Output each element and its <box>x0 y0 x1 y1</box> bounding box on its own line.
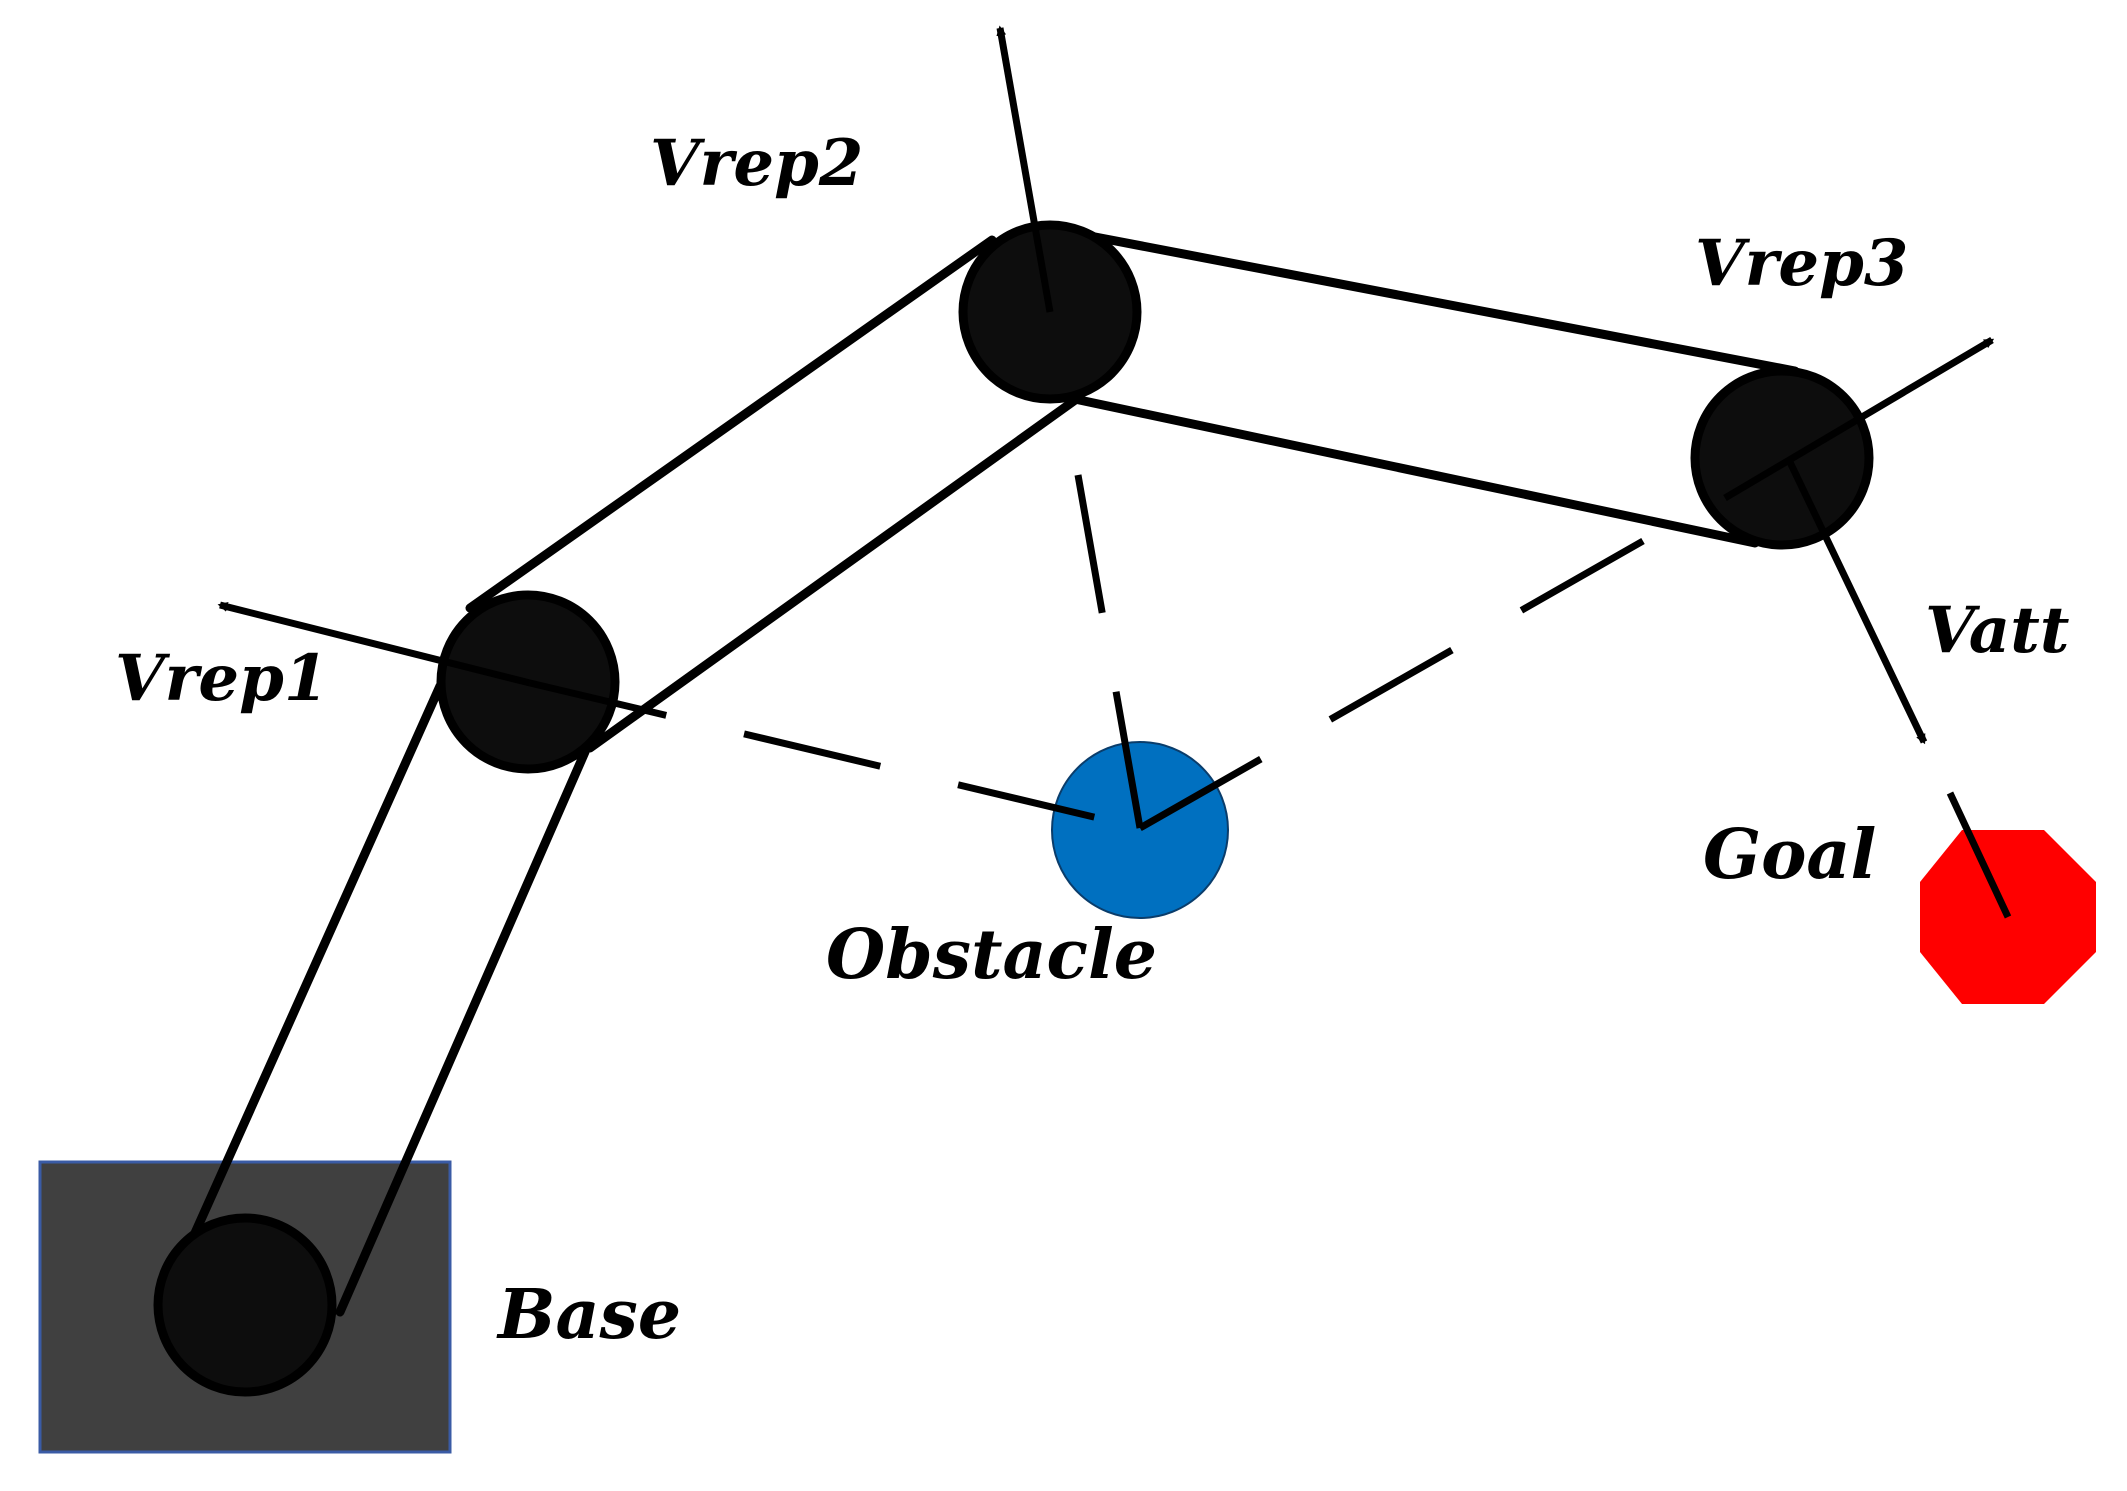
repulsive-distance-lines <box>529 474 1645 832</box>
label-vatt: Vatt <box>1925 593 2069 668</box>
vatt-arrow <box>1784 456 1928 745</box>
force-vectors <box>217 25 1995 745</box>
base-joint <box>153 1213 337 1397</box>
label-goal: Goal <box>1703 815 1876 895</box>
label-obstacle: Obstacle <box>826 915 1157 995</box>
goal-line <box>1946 791 2012 919</box>
label-vrep2: Vrep2 <box>650 126 863 201</box>
label-vrep1: Vrep1 <box>115 641 328 716</box>
arm-link-2 <box>465 235 1083 753</box>
joint-3 <box>1690 366 1874 550</box>
label-base: Base <box>496 1275 681 1355</box>
vrep2-arrow <box>996 25 1054 313</box>
arm-link-3 <box>1043 223 1800 548</box>
vrep1-arrow <box>217 601 531 687</box>
vrep3-arrow <box>1723 336 1995 502</box>
label-vrep3: Vrep3 <box>1695 226 1908 301</box>
obstacle-circle <box>1051 741 1229 919</box>
arm-link-1 <box>160 681 590 1317</box>
